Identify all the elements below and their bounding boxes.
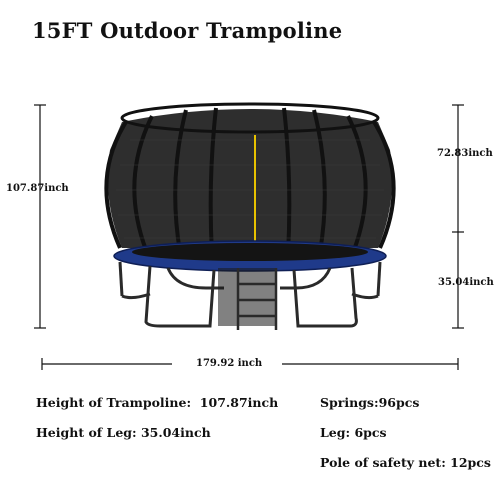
trampoline-height-spec-value: 107.87inch	[199, 395, 279, 410]
page-title: 15FT Outdoor Trampoline	[32, 18, 343, 43]
net-height-dimension-line	[452, 104, 464, 329]
ladder	[218, 268, 278, 330]
leg-height-label: 35.04inch	[438, 277, 494, 288]
net-height-label: 72.83inch	[437, 148, 493, 159]
springs-spec: Springs:96pcs	[320, 395, 420, 410]
legs-spec: Leg: 6pcs	[320, 425, 387, 440]
trampoline-pad	[113, 240, 387, 272]
trampoline-height-spec-label: Height of Trampoline:	[36, 395, 192, 410]
safety-net	[104, 102, 396, 255]
trampoline-legs	[118, 261, 382, 328]
trampoline-height-spec: Height of Trampoline: 107.87inch	[36, 395, 278, 410]
diameter-dimension-line	[41, 358, 459, 370]
total-height-label: 107.87inch	[6, 183, 69, 194]
leg-height-spec: Height of Leg: 35.04inch	[36, 425, 211, 440]
diameter-label: 179.92 inch	[196, 358, 263, 369]
total-height-dimension-line	[34, 104, 46, 329]
poles-spec: Pole of safety net: 12pcs	[320, 455, 491, 470]
